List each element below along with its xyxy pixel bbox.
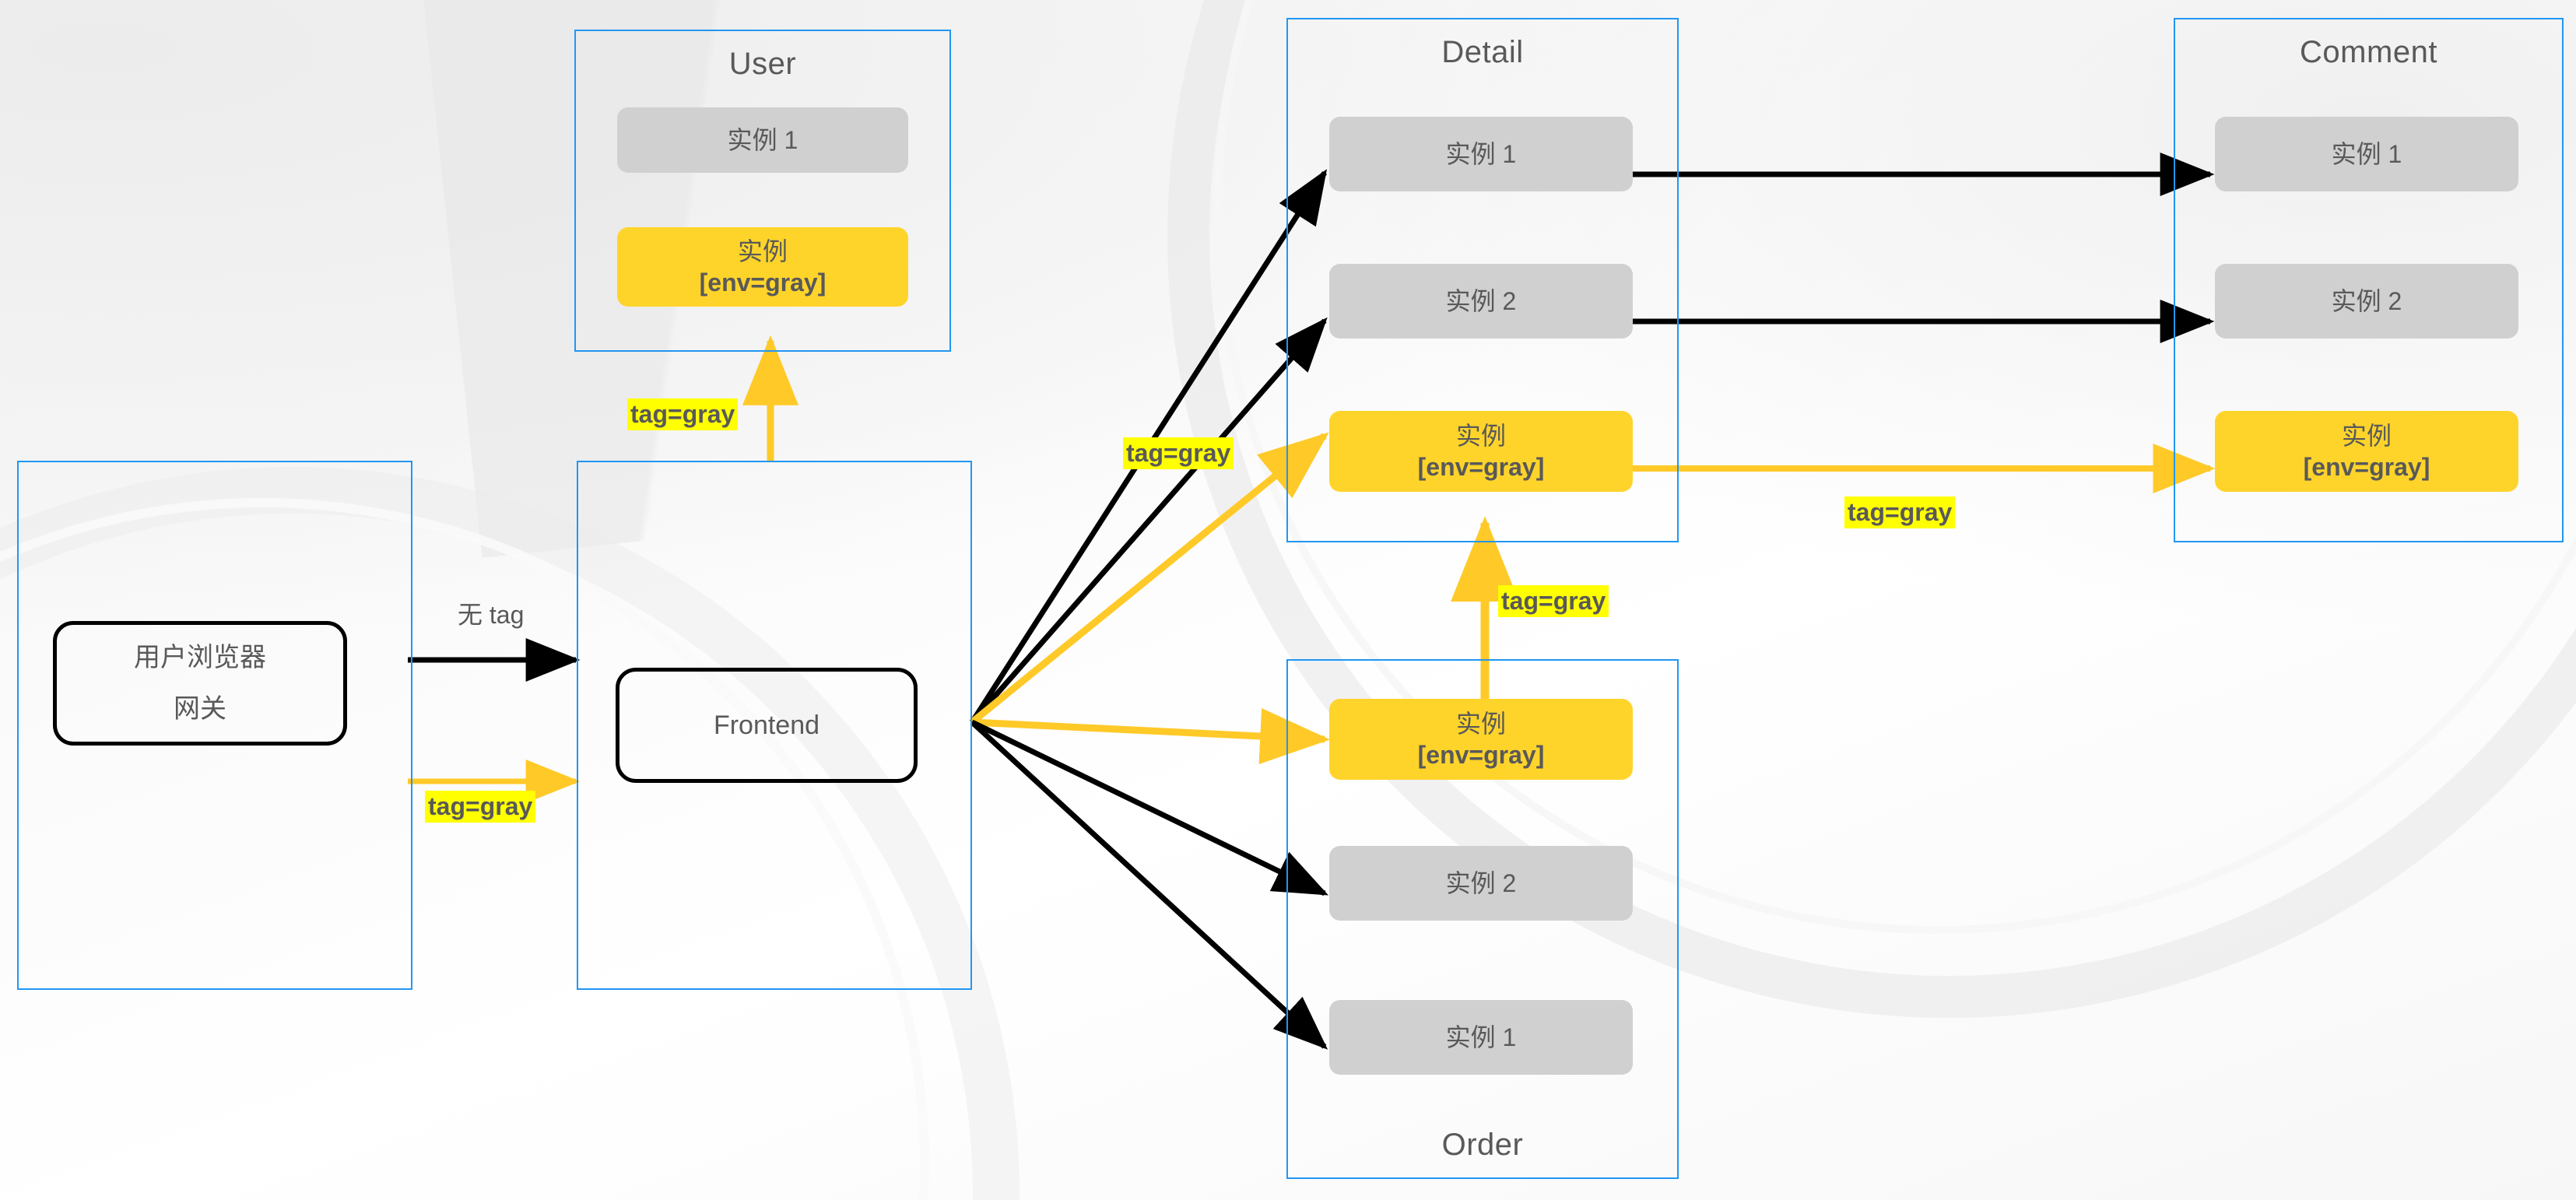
edge-frontend-to-order-gray [971, 708, 1331, 764]
instance-detail-gray[interactable]: 实例 [env=gray] [1329, 411, 1633, 492]
instance-detail-gray-line1: 实例 [1455, 421, 1506, 450]
instance-comment-2-label: 实例 2 [2331, 286, 2402, 315]
instance-order-1[interactable]: 实例 1 [1329, 1000, 1633, 1075]
node-frontend[interactable]: Frontend [616, 668, 918, 783]
instance-comment-gray[interactable]: 实例 [env=gray] [2215, 411, 2518, 492]
node-client-line2: 网关 [174, 694, 226, 724]
instance-order-gray-line2: [env=gray] [1417, 741, 1545, 769]
instance-comment-gray-line2: [env=gray] [2303, 453, 2430, 481]
edge-frontend-to-detail-2 [970, 317, 1328, 725]
node-client-gateway[interactable]: 用户浏览器 网关 [53, 621, 347, 746]
group-comment: Comment [2174, 18, 2564, 542]
instance-detail-2[interactable]: 实例 2 [1329, 264, 1633, 339]
node-frontend-label: Frontend [713, 710, 820, 740]
instance-user-1-label: 实例 1 [727, 125, 798, 154]
group-client [17, 461, 412, 990]
group-comment-title: Comment [2300, 35, 2437, 69]
group-detail-title: Detail [1441, 35, 1524, 69]
edge-label-order-detail-gray: tag=gray [1498, 585, 1609, 617]
instance-comment-1[interactable]: 实例 1 [2215, 117, 2518, 191]
edge-label-frontend-services-gray: tag=gray [1123, 437, 1234, 469]
edge-frontend-to-detail-gray [970, 432, 1329, 725]
instance-user-1[interactable]: 实例 1 [617, 107, 908, 173]
group-user-title: User [728, 47, 797, 81]
edge-label-no-tag: 无 tag [458, 601, 525, 629]
instance-detail-gray-line2: [env=gray] [1417, 453, 1545, 481]
instance-detail-1[interactable]: 实例 1 [1329, 117, 1633, 191]
group-order: Order [1286, 659, 1679, 1179]
instance-order-gray-line1: 实例 [1455, 709, 1506, 738]
instance-user-gray-line2: [env=gray] [699, 268, 826, 296]
edge-label-client-gray: tag=gray [425, 791, 536, 823]
instance-comment-1-label: 实例 1 [2331, 139, 2402, 168]
edge-frontend-to-order-1 [970, 720, 1328, 1050]
instance-order-gray[interactable]: 实例 [env=gray] [1329, 699, 1633, 780]
edge-label-detail-comment-gray: tag=gray [1844, 496, 1956, 528]
instance-user-gray-line1: 实例 [737, 237, 788, 265]
group-frontend [577, 461, 972, 990]
instance-comment-gray-line1: 实例 [2341, 421, 2392, 450]
instance-order-2-label: 实例 2 [1445, 868, 1517, 897]
instance-detail-1-label: 实例 1 [1445, 139, 1517, 168]
group-detail: Detail [1286, 18, 1679, 542]
instance-user-gray[interactable]: 实例 [env=gray] [617, 227, 908, 307]
instance-comment-2[interactable]: 实例 2 [2215, 264, 2518, 339]
instance-order-2[interactable]: 实例 2 [1329, 846, 1633, 921]
group-order-title: Order [1441, 1128, 1524, 1162]
node-client-line1: 用户浏览器 [134, 642, 266, 672]
instance-order-1-label: 实例 1 [1445, 1023, 1517, 1051]
instance-detail-2-label: 实例 2 [1445, 286, 1517, 315]
edge-label-frontend-user-gray: tag=gray [627, 398, 739, 430]
group-user: User [574, 30, 951, 352]
edge-frontend-to-order-2 [970, 719, 1329, 896]
